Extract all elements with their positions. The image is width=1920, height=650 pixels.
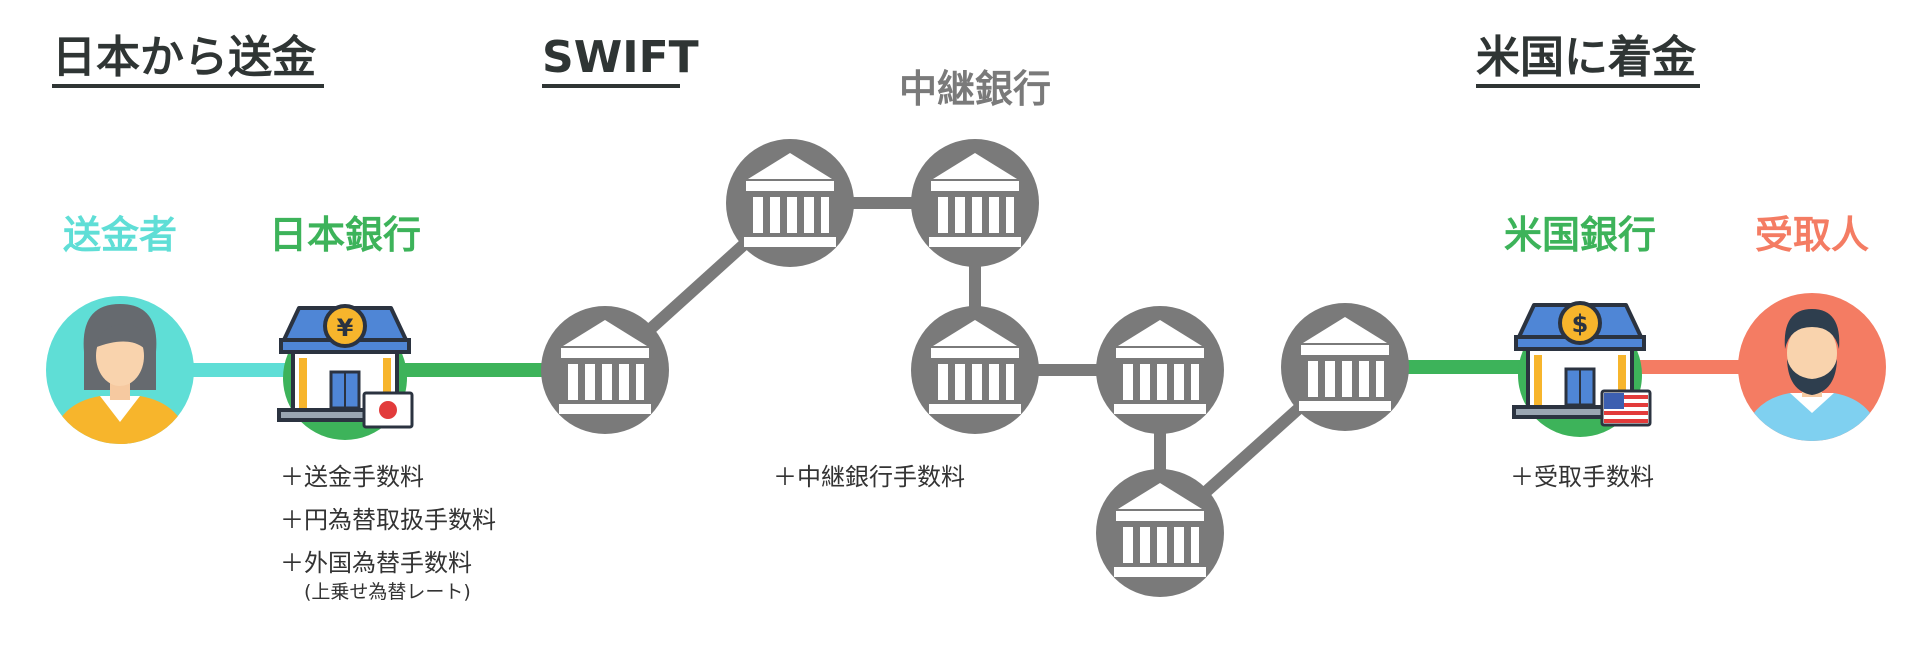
relay-bank-icon: [1281, 303, 1409, 431]
relay-bank-icon: [1096, 469, 1224, 597]
fee-relay: ＋中継銀行手数料: [773, 463, 965, 491]
fee-us: ＋受取手数料: [1510, 463, 1654, 491]
heading-swift: SWIFT: [542, 32, 699, 88]
relay-bank-icon: [911, 139, 1039, 267]
heading-japan-send-text: 日本から送金: [52, 32, 317, 83]
fee-japan-1: ＋送金手数料: [280, 463, 424, 491]
heading-japan-send: 日本から送金: [52, 32, 324, 88]
relay-bank-icon: [726, 139, 854, 267]
heading-swift-text: SWIFT: [542, 32, 699, 83]
heading-swift-underline: [542, 84, 680, 88]
relay-bank-icon: [911, 306, 1039, 434]
heading-us-arrival-text: 米国に着金: [1476, 32, 1697, 83]
heading-japan-send-underline: [52, 84, 324, 88]
heading-us-arrival-underline: [1476, 84, 1700, 88]
us-bank-label: 米国銀行: [1504, 213, 1656, 257]
fee-japan-2: ＋円為替取扱手数料: [280, 506, 496, 534]
japan-flag-icon: [362, 391, 414, 429]
relay-bank-icon: [1096, 306, 1224, 434]
japan-bank-label: 日本銀行: [269, 213, 421, 257]
svg-text:¥: ¥: [337, 314, 354, 342]
relay-bank-icon: [541, 306, 669, 434]
fee-japan-note: (上乗せ為替レート): [304, 581, 471, 603]
relay-bank-heading: 中継銀行: [899, 67, 1051, 111]
receiver-label: 受取人: [1755, 213, 1869, 257]
us-flag-icon: [1600, 389, 1652, 427]
fee-japan-3: ＋外国為替手数料: [280, 549, 472, 577]
sender-label: 送金者: [63, 213, 177, 257]
man-avatar-icon: [1738, 293, 1886, 441]
heading-us-arrival: 米国に着金: [1476, 32, 1700, 88]
svg-text:$: $: [1572, 310, 1589, 338]
woman-avatar-icon: [46, 296, 194, 444]
